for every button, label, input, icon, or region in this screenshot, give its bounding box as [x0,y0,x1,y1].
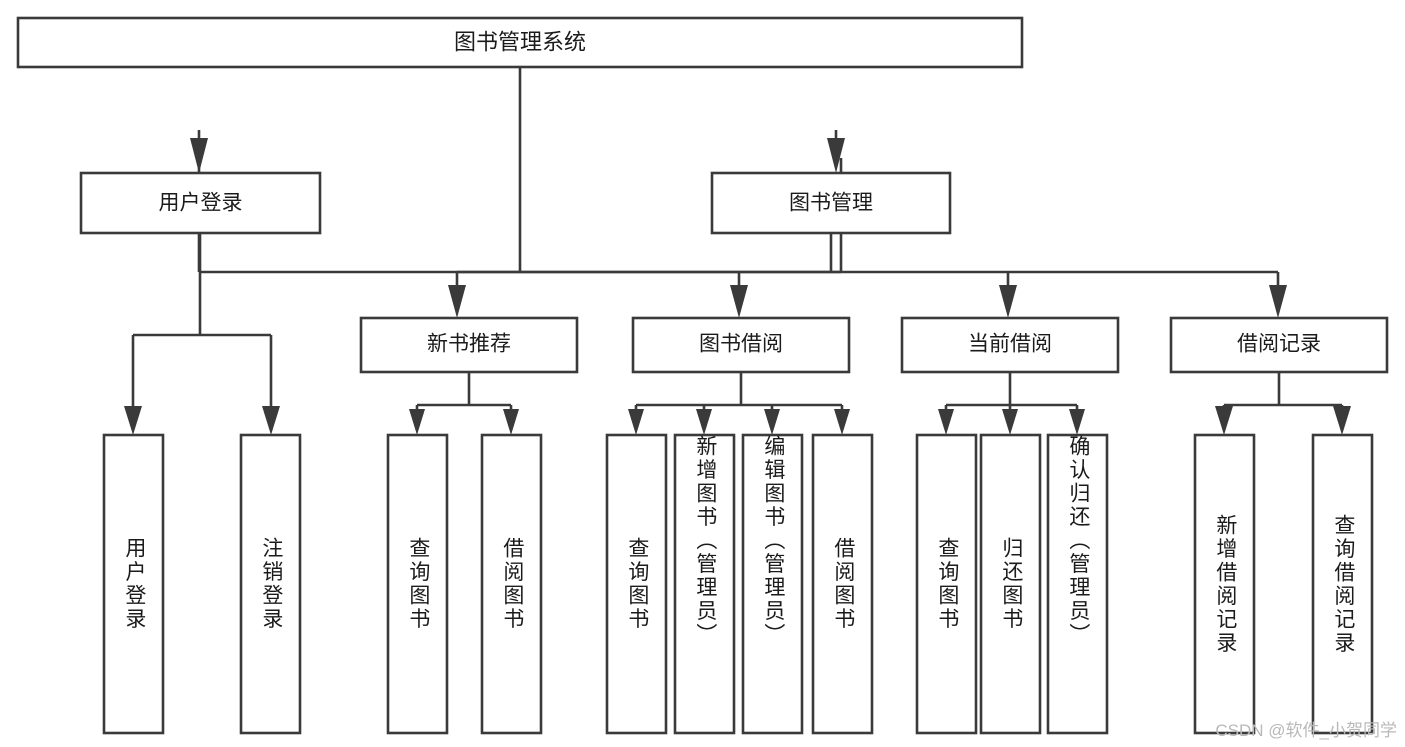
leaf-box-return-book[interactable] [979,433,1042,735]
connector-book-management-to-level2 [455,233,1280,293]
leaf-box-confirm-return-admin[interactable] [1046,433,1109,735]
node-book-borrow-label: 图书借阅 [699,333,783,356]
arrow-head-leaf-query-book-current [938,409,954,435]
arrow-head-user-login [190,138,208,173]
arrow-head-leaf-borrow-book-rec [503,409,519,435]
node-borrow-record-label: 借阅记录 [1237,333,1321,356]
arrow-head-leaf-borrow-book [834,409,850,435]
node-user-login-box [79,171,322,235]
arrow-head-leaf-query-book-borrow [628,409,644,435]
connector-new-book-recommend-to-leaves [415,372,513,414]
leaf-box-query-book-current[interactable] [915,433,978,735]
csdn-watermark: CSDN @软件_小贺同学 [1215,721,1397,740]
node-current-borrow-label: 当前借阅 [968,333,1052,356]
arrow-head-leaf-query-book-rec [409,409,425,435]
node-root-label: 图书管理系统 [454,29,586,54]
leaf-box-add-book-admin[interactable] [673,433,736,735]
connector-current-borrow-to-leaves [944,372,1079,414]
node-book-management[interactable]: 图书管理 [710,171,952,235]
node-book-management-label: 图书管理 [789,192,873,215]
node-new-book-recommend-label: 新书推荐 [427,333,511,356]
arrow-head-borrow-record [1269,285,1287,318]
node-root[interactable]: 图书管理系统 [16,16,1024,69]
arrow-head-leaf-user-login [124,406,142,435]
node-new-book-recommend[interactable]: 新书推荐 [359,316,579,374]
node-borrow-record[interactable]: 借阅记录 [1169,316,1389,374]
arrow-head-leaf-query-borrow-record [1333,406,1351,435]
leaf-box-query-borrow-record[interactable] [1311,433,1374,735]
arrow-head-leaf-user-logout [262,406,280,435]
connector-book-borrow-to-leaves [634,372,844,414]
node-book-borrow[interactable]: 图书借阅 [631,316,851,374]
leaf-box-borrow-book-rec[interactable] [480,433,543,735]
arrow-head-leaf-add-borrow-record [1215,406,1233,435]
arrow-head-new-book-recommend [448,285,466,318]
node-user-login-label: 用户登录 [159,192,243,215]
node-root-box [16,16,1024,69]
leaf-box-query-book-borrow[interactable] [605,433,668,735]
leaf-box-borrow-book[interactable] [811,433,874,735]
leaf-box-edit-book-admin[interactable] [741,433,804,735]
node-user-login[interactable]: 用户登录 [79,171,322,235]
leaf-box-query-book-rec[interactable] [386,433,449,735]
arrow-head-leaf-edit-book-admin [764,409,780,435]
arrow-heads [124,138,1351,435]
arrow-head-leaf-confirm-return-admin [1069,409,1085,435]
leaf-box-add-borrow-record[interactable] [1193,433,1256,735]
node-new-book-recommend-box [359,316,579,374]
connector-user-login-to-leaves [131,233,273,410]
leaf-box-user-logout[interactable] [239,433,302,735]
connector-root-to-level1 [197,67,843,274]
arrow-head-current-borrow [999,285,1017,318]
connector-root-stem [197,130,838,163]
connector-borrow-record-to-leaves [1222,372,1344,414]
node-current-borrow-box [900,316,1120,374]
arrow-head-leaf-add-book-admin [696,409,712,435]
arrow-head-book-borrow [730,285,748,318]
leaf-box-user-login[interactable] [102,433,165,735]
arrow-head-book-management [827,138,845,173]
arrow-head-leaf-return-book [1002,409,1018,435]
node-current-borrow[interactable]: 当前借阅 [900,316,1120,374]
